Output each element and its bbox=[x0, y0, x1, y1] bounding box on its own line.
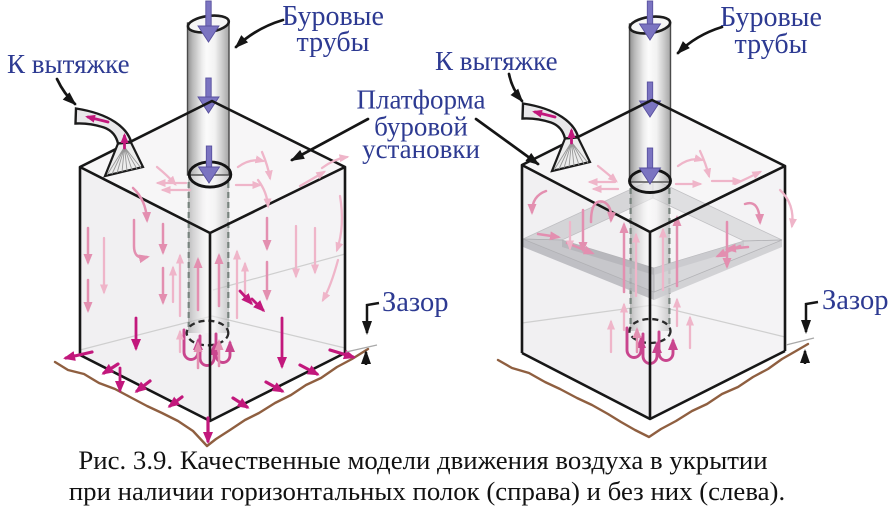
svg-text:Рис. 3.9. Качественные модели: Рис. 3.9. Качественные модели движения в… bbox=[78, 445, 767, 475]
svg-text:буровой: буровой bbox=[374, 112, 468, 142]
svg-text:при наличии горизонтальных пол: при наличии горизонтальных полок (справа… bbox=[69, 476, 785, 506]
svg-text:Платформа: Платформа bbox=[356, 85, 485, 115]
svg-text:Зазор: Зазор bbox=[382, 287, 449, 318]
svg-text:трубы: трубы bbox=[735, 29, 808, 60]
svg-text:К вытяжке: К вытяжке bbox=[435, 46, 558, 76]
svg-text:К вытяжке: К вытяжке bbox=[7, 49, 130, 79]
svg-text:Зазор: Зазор bbox=[822, 285, 889, 316]
svg-text:Буровые: Буровые bbox=[282, 1, 384, 32]
svg-text:установки: установки bbox=[362, 134, 480, 164]
svg-text:трубы: трубы bbox=[297, 27, 370, 58]
svg-text:Буровые: Буровые bbox=[720, 2, 822, 33]
